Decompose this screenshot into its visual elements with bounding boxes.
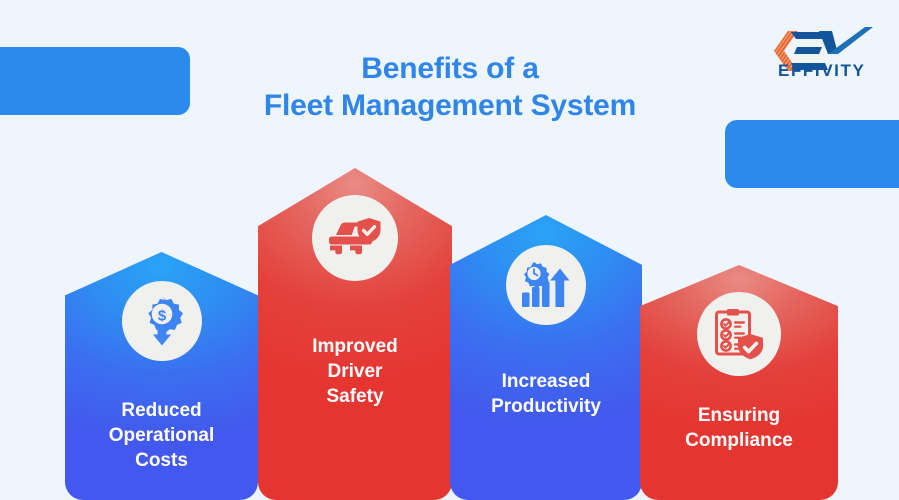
clipboard-checklist-shield-icon bbox=[715, 309, 763, 360]
pillar-ensuring-compliance[interactable]: Ensuring Compliance bbox=[640, 265, 838, 500]
caption-line: Costs bbox=[135, 450, 188, 471]
title-line-1: Benefits of a bbox=[361, 52, 539, 85]
decorative-bar-right bbox=[725, 120, 899, 188]
icon-badge bbox=[312, 195, 398, 281]
logo-svg: EFFIVITY bbox=[774, 27, 873, 78]
icon-badge bbox=[506, 245, 586, 325]
pillar-caption: Reduced Operational Costs bbox=[65, 398, 258, 473]
car-shield-check-icon bbox=[329, 218, 381, 255]
title-line-2: Fleet Management System bbox=[263, 89, 637, 122]
caption-line: Reduced bbox=[121, 400, 202, 421]
pillar-improved-driver-safety[interactable]: Improved Driver Safety bbox=[258, 168, 452, 500]
caption-line: Ensuring bbox=[697, 405, 781, 426]
caption-line: Safety bbox=[326, 386, 384, 407]
caption-line: Increased bbox=[501, 371, 591, 392]
pillar-increased-productivity[interactable]: Increased Productivity bbox=[450, 215, 642, 500]
pillar-reduced-operational-costs[interactable]: $ Reduced Operational Costs bbox=[65, 252, 258, 500]
page-title: Benefits of a Fleet Management System bbox=[150, 50, 750, 124]
pillar-caption: Increased Productivity bbox=[450, 369, 642, 419]
icon-badge bbox=[697, 292, 781, 376]
caption-line: Operational bbox=[108, 425, 215, 446]
effivity-logo: EFFIVITY bbox=[758, 24, 884, 78]
svg-text:EFFIVITY: EFFIVITY bbox=[778, 61, 865, 78]
caption-line: Productivity bbox=[491, 396, 601, 417]
icon-badge: $ bbox=[121, 281, 202, 361]
pillar-caption: Improved Driver Safety bbox=[258, 334, 452, 409]
caption-line: Compliance bbox=[685, 430, 793, 451]
gear-dollar-down-arrow-icon: $ bbox=[147, 297, 183, 346]
gear-clock-bar-chart-up-arrow-icon bbox=[522, 262, 570, 307]
pillar-caption: Ensuring Compliance bbox=[640, 403, 838, 453]
caption-line: Driver bbox=[327, 361, 383, 382]
svg-text:$: $ bbox=[157, 308, 166, 325]
caption-line: Improved bbox=[312, 336, 398, 357]
decorative-bar-left bbox=[0, 47, 190, 115]
